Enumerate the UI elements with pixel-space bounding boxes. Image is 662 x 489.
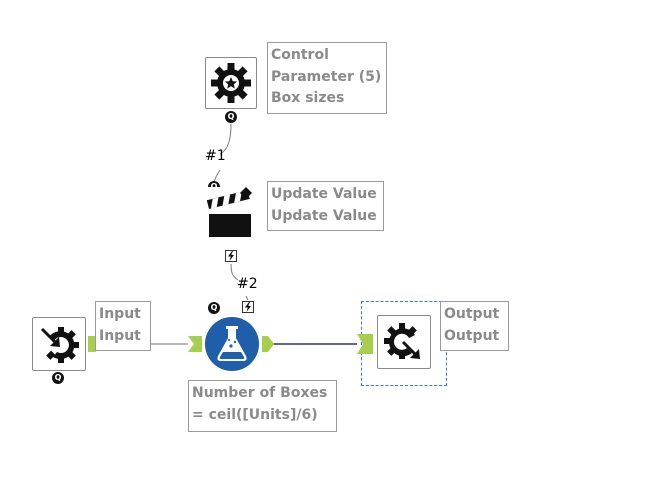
annotation-line: Input [99,306,141,322]
lightning-icon-update[interactable] [225,250,237,262]
macro-input-tool[interactable] [32,317,86,371]
lightning-icon-formula[interactable] [242,301,254,313]
flask-icon [204,316,260,372]
macro-input-icon [36,321,82,367]
formula-tool[interactable] [204,316,260,372]
question-badge-control: Q [225,111,237,123]
annotation-line: Box sizes [271,90,345,106]
connection-label-1: #1 [205,148,226,164]
output-input-anchor[interactable] [357,334,373,354]
annotation-line: Output [444,327,500,344]
connection-update-to-formula [230,263,249,301]
input-output-anchor[interactable] [88,336,96,352]
update-value-tool[interactable] [205,187,257,239]
annotation-line: Input [99,327,141,344]
annotation-line: Update Value [271,186,377,202]
annotation-line: = ceil([Units]/6) [192,406,318,423]
macro-output-icon [381,319,427,365]
macro-output-tool[interactable] [377,315,431,369]
formula-input-anchor[interactable] [188,336,202,352]
question-badge-formula: Q [208,302,220,314]
clapperboard-icon [206,187,256,239]
annotation-line: Number of Boxes [192,385,328,401]
formula-output-anchor[interactable] [262,336,274,352]
annotation-line: Parameter (5) [271,68,382,85]
annotation-line: Update Value [271,207,377,224]
connection-label-2: #2 [237,276,258,292]
control-parameter-tool[interactable] [205,57,257,109]
annotation-line: Output [444,306,500,322]
formula-annotation: Number of Boxes = ceil([Units]/6) [188,380,337,432]
question-badge-input: Q [52,372,64,384]
gear-star-icon [209,61,253,105]
annotation-line: Control [271,47,329,63]
